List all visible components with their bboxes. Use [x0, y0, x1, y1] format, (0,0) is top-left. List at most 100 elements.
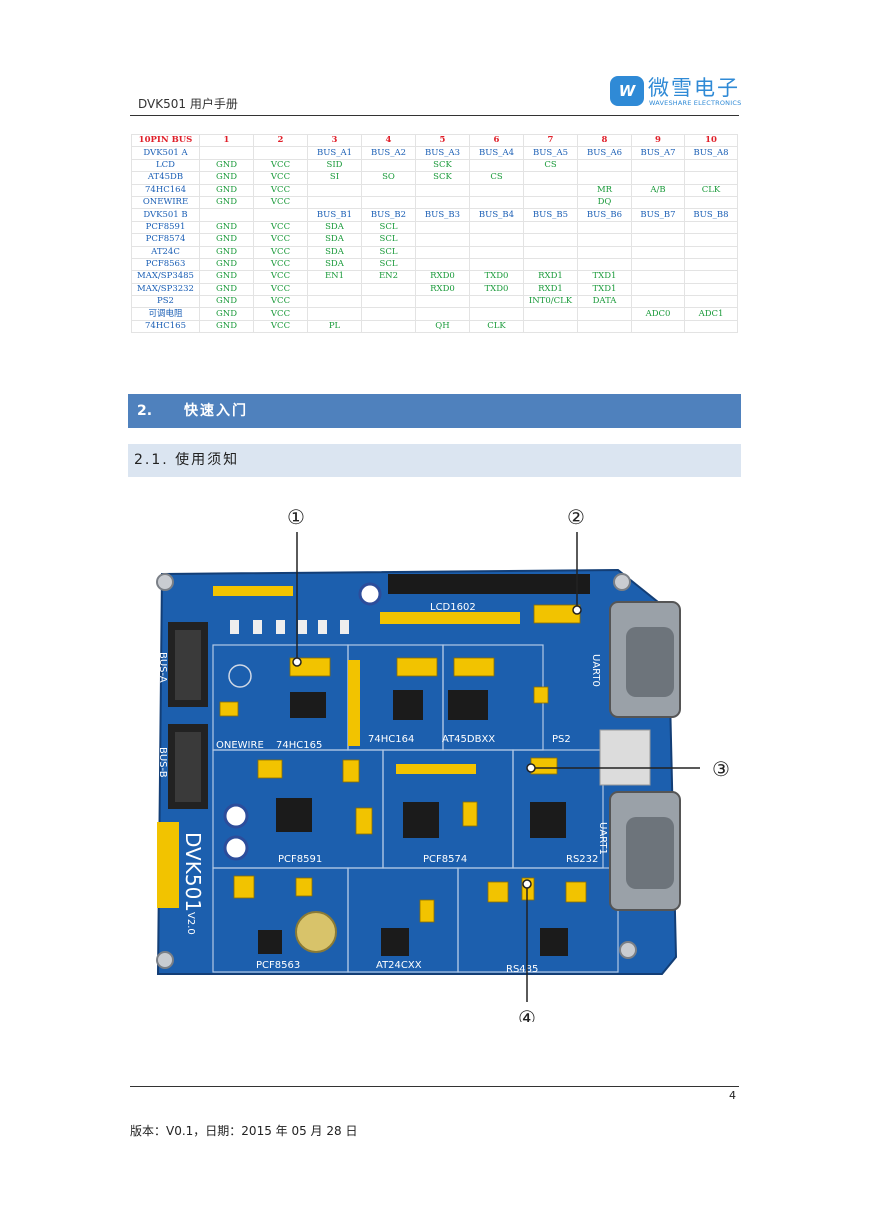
table-cell [523, 319, 578, 334]
table-cell: BUS_B6 [577, 208, 632, 222]
jumper-pcf8563-b [295, 877, 313, 897]
table-cell: LCD [131, 158, 200, 173]
table-cell: BUS_B5 [523, 208, 578, 222]
jumper-lcd-select [533, 604, 581, 624]
table-cell: GND [199, 195, 254, 210]
table-cell [523, 195, 578, 210]
table-cell: BUS_A4 [469, 146, 524, 160]
jumper-at24 [419, 899, 435, 923]
header-divider [130, 115, 739, 116]
jumper-pcf8591 [257, 759, 283, 779]
table-cell: TXD0 [469, 270, 524, 284]
table-cell: SCL [361, 220, 416, 235]
lcd-header-pins [388, 574, 590, 594]
table-cell [469, 307, 524, 321]
table-cell: ONEWIRE [131, 195, 200, 210]
table-header-cell: 10PIN BUS [131, 133, 200, 148]
center-yellow-header [348, 660, 360, 746]
top-potentiometer [358, 582, 382, 606]
table-cell [361, 319, 416, 334]
table-cell [684, 245, 738, 259]
table-cell: BUS_B4 [469, 208, 524, 222]
table-cell [684, 171, 738, 185]
table-cell: DATA [577, 295, 632, 309]
table-header-cell: 8 [577, 133, 632, 148]
jumper-pcf8563 [233, 875, 255, 899]
table-cell: INT0/CLK [523, 295, 578, 309]
table-cell [631, 220, 685, 235]
chip-rs232 [530, 802, 566, 838]
table-cell: QH [415, 319, 470, 334]
table-cell: SI [307, 171, 362, 185]
company-logo: W 微雪电子 WAVESHARE ELECTRONICS [610, 74, 742, 110]
table-cell: VCC [253, 319, 308, 334]
table-cell [631, 319, 685, 334]
jumper-rs485-a [487, 881, 509, 903]
table-cell [415, 295, 470, 309]
table-cell [361, 307, 416, 321]
table-cell [577, 233, 632, 247]
table-cell [469, 295, 524, 309]
trimmer-adc0 [223, 803, 249, 829]
chip-74hc164 [393, 690, 423, 720]
callout-2-marker [572, 605, 582, 615]
table-cell: ADC0 [631, 307, 685, 321]
logo-cn-text: 微雪电子 [648, 76, 740, 100]
logo-en-text: WAVESHARE ELECTRONICS [649, 99, 742, 107]
ps2-port [599, 729, 651, 786]
table-cell: GND [199, 183, 254, 197]
table-cell: VCC [253, 295, 308, 309]
chip-pcf8591 [276, 798, 312, 832]
table-cell: PL [307, 319, 362, 334]
table-cell: GND [199, 233, 254, 247]
table-cell [577, 220, 632, 235]
callout-1-marker [292, 657, 302, 667]
table-cell [469, 220, 524, 235]
table-cell: SDA [307, 257, 362, 272]
table-cell: CLK [469, 319, 524, 334]
table-cell [469, 257, 524, 272]
table-header-cell: 5 [415, 133, 470, 148]
version-date-line: 版本：V0.1，日期：2015 年 05 月 28 日 [130, 1124, 358, 1138]
silk-uart0: UART0 [590, 654, 601, 687]
table-cell: SCK [415, 171, 470, 185]
table-cell: PCF8574 [131, 233, 200, 247]
table-cell: EN1 [307, 270, 362, 284]
table-header-cell: 10 [684, 133, 738, 148]
table-cell: BUS_A3 [415, 146, 470, 160]
silk-uart1: UART1 [597, 822, 608, 855]
table-cell: VCC [253, 233, 308, 247]
chip-at45 [448, 690, 488, 720]
silk-version: V2.0 [185, 912, 196, 935]
table-cell [631, 257, 685, 272]
table-cell: VCC [253, 171, 308, 185]
table-cell: SID [307, 158, 362, 173]
callout-4-label: ④ [518, 1006, 536, 1022]
table-cell [523, 307, 578, 321]
jumper-74hc164 [396, 657, 438, 677]
table-cell [361, 183, 416, 197]
table-cell: RXD0 [415, 282, 470, 297]
table-cell: MAX/SP3485 [131, 270, 200, 284]
table-cell: BUS_A8 [684, 146, 738, 160]
table-cell: GND [199, 295, 254, 309]
chip-pcf8574 [403, 802, 439, 838]
table-cell: SCL [361, 257, 416, 272]
table-cell [253, 208, 308, 222]
table-cell [577, 245, 632, 259]
callout-3-label: ③ [712, 757, 730, 781]
silk-lcd: LCD1602 [430, 602, 476, 613]
chip-rs485 [540, 928, 568, 956]
coin-battery [295, 911, 337, 953]
subsection-title: 2.1. 使用须知 [134, 452, 240, 468]
table-cell: VCC [253, 220, 308, 235]
